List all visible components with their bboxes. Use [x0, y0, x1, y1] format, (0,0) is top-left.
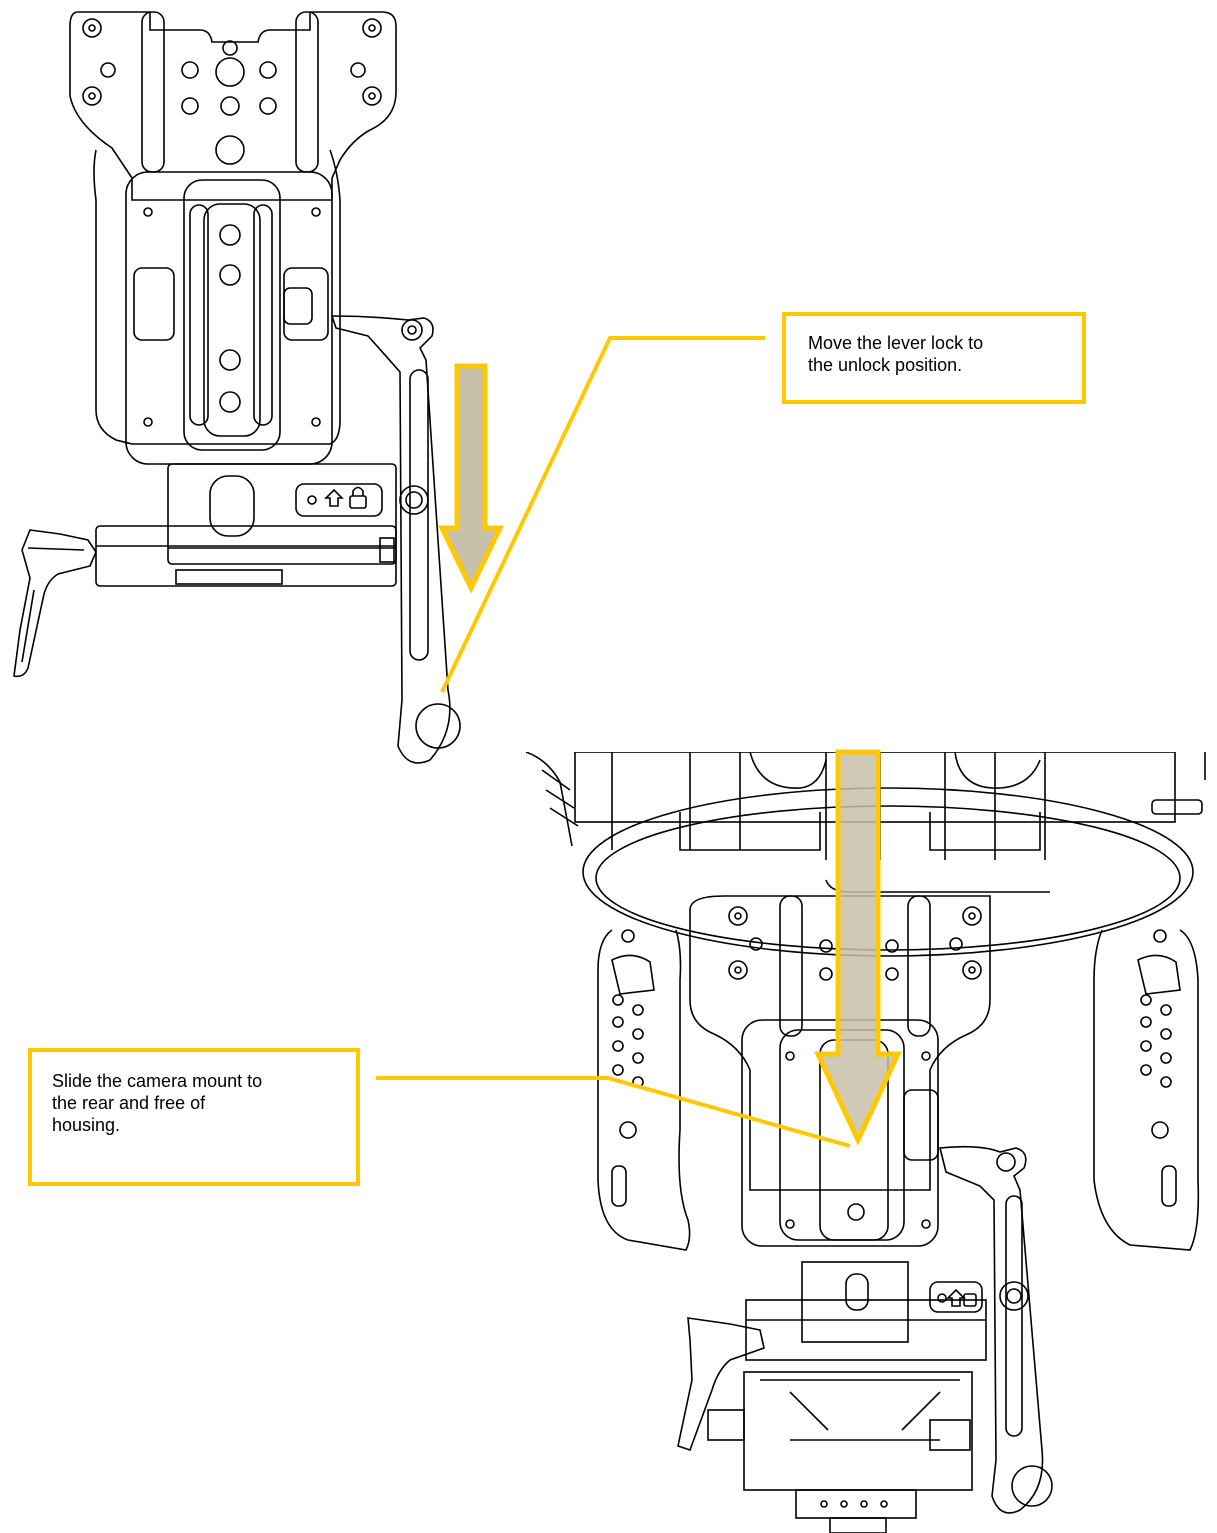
instruction-callout-2: Slide the camera mount to the rear and f…: [28, 1048, 360, 1186]
instruction-callout-1: Move the lever lock to the unlock positi…: [782, 312, 1086, 404]
down-arrow-icon: [814, 749, 902, 1146]
unlock-arrow-icon: [324, 488, 344, 507]
leader-line-1: [440, 336, 765, 693]
padlock-icon: [349, 486, 367, 509]
housing-view: [525, 752, 1206, 1533]
leader-line-2: [376, 1076, 851, 1148]
camera-mount-top-view: [13, 11, 461, 764]
down-arrow-icon: [438, 363, 504, 594]
instruction-text-2: Slide the camera mount to the rear and f…: [52, 1071, 263, 1135]
instruction-text-1: Move the lever lock to the unlock positi…: [808, 333, 984, 375]
screw-icon: [82, 18, 382, 106]
